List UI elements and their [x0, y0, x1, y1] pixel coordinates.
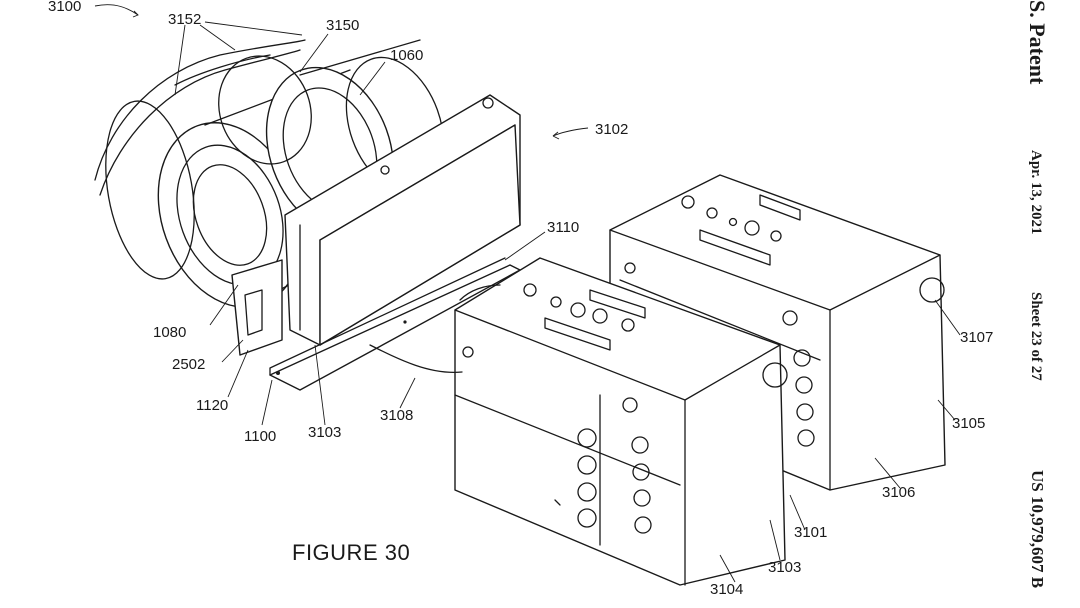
label-3108: 3108 [380, 407, 413, 424]
figure-caption: FIGURE 30 [292, 540, 410, 565]
label-3105: 3105 [952, 415, 985, 432]
display-body [269, 94, 521, 391]
label-3150: 3150 [326, 17, 359, 34]
label-3107: 3107 [960, 329, 993, 346]
patent-number: US 10,979,607 B [1028, 470, 1047, 588]
front-module [454, 257, 788, 586]
label-2502: 2502 [172, 356, 205, 373]
label-3152: 3152 [168, 11, 201, 28]
reference-labels: 3100 3152 3150 1060 3102 3110 1080 2502 … [48, 0, 993, 598]
label-3104: 3104 [710, 581, 743, 598]
label-3101: 3101 [794, 524, 827, 541]
label-3106: 3106 [882, 484, 915, 501]
patent-date: Apr. 13, 2021 [1028, 150, 1044, 234]
label-1060: 1060 [390, 47, 423, 64]
label-3102: 3102 [595, 121, 628, 138]
label-3103-right: 3103 [768, 559, 801, 576]
patent-label: S. Patent [1025, 0, 1050, 85]
label-1080: 1080 [153, 324, 186, 341]
patent-header: S. Patent Apr. 13, 2021 Sheet 23 of 27 U… [1025, 0, 1050, 588]
label-3100: 3100 [48, 0, 81, 15]
label-1120: 1120 [196, 397, 228, 414]
patent-sheet: Sheet 23 of 27 [1028, 292, 1044, 381]
label-1100: 1100 [244, 428, 276, 445]
label-3110: 3110 [547, 219, 579, 236]
label-3103-left: 3103 [308, 424, 341, 441]
cable [369, 284, 501, 374]
